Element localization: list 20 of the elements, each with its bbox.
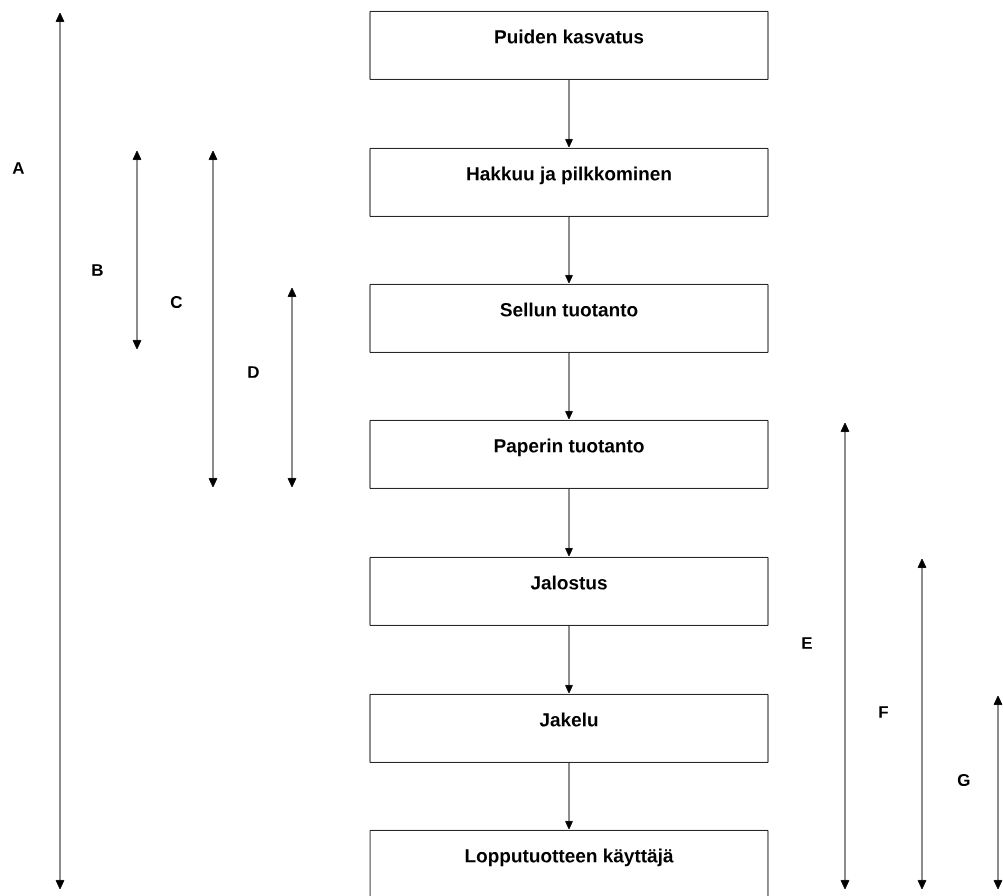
- span-letter: E: [802, 637, 812, 649]
- span-letter: D: [248, 366, 259, 378]
- process-box: Jakelu: [369, 694, 769, 763]
- span-letter: B: [92, 264, 103, 276]
- arrow: [565, 488, 573, 557]
- arrow: [565, 352, 573, 420]
- process-box: Sellun tuotanto: [369, 284, 769, 353]
- process-box: Puiden kasvatus: [369, 11, 769, 80]
- arrow: [565, 79, 573, 148]
- process-box: Lopputuotteen käyttäjä: [369, 830, 769, 896]
- arrow: [565, 625, 573, 694]
- process-box: Hakkuu ja pilkkominen: [369, 148, 769, 217]
- span-letter: C: [170, 296, 182, 308]
- arrow: [565, 762, 573, 830]
- process-box: Paperin tuotanto: [369, 420, 769, 489]
- arrow: [565, 216, 573, 284]
- process-box: Jalostus: [369, 557, 769, 626]
- span-letter: G: [957, 774, 970, 786]
- span-letter: A: [12, 162, 25, 174]
- span-letter: F: [879, 706, 888, 718]
